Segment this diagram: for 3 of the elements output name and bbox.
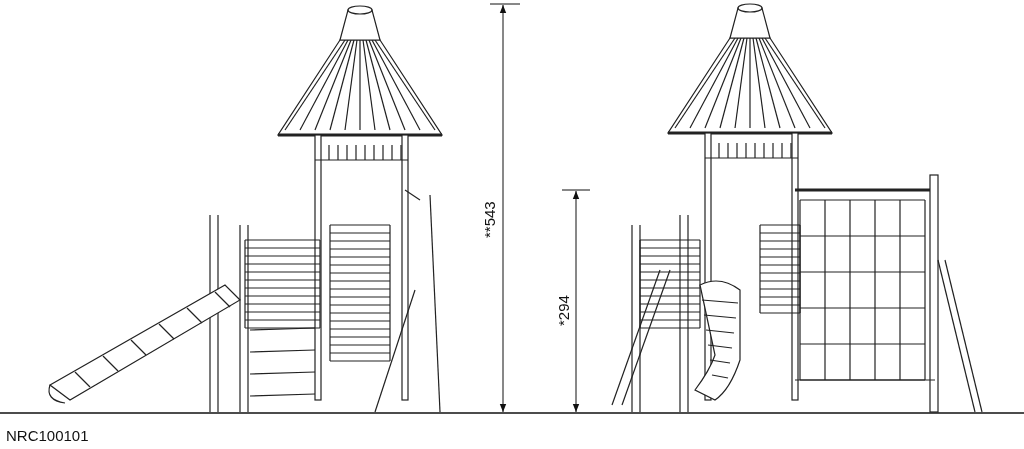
code-label: NRC100101 <box>6 428 89 443</box>
dimension-label: *294 <box>556 295 571 326</box>
dimension-label: **543 <box>482 201 497 238</box>
